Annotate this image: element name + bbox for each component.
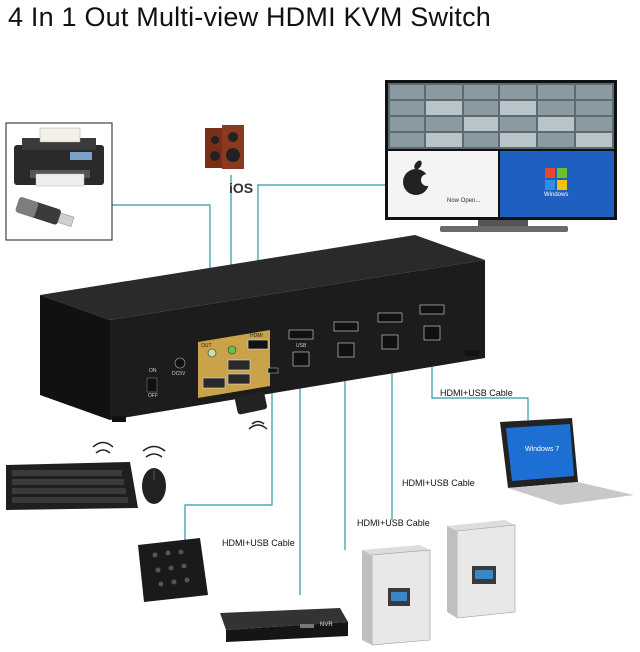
mouse-icon — [142, 445, 166, 504]
laptop-icon — [500, 418, 634, 505]
pc-tower-left-icon — [362, 545, 431, 646]
camera-grid — [388, 83, 614, 149]
windows-label: Windows — [544, 192, 569, 198]
nvr-icon — [220, 608, 348, 642]
ios-label: iOS — [229, 180, 254, 196]
windows-logo-icon — [545, 168, 567, 190]
wireless-dongle-icon — [235, 391, 268, 430]
ios-sub-label: Now Open... — [447, 198, 481, 204]
cable-label-pc-right: HDMI+USB Cable — [402, 478, 475, 488]
dc-label: DC5V — [172, 371, 186, 377]
monitor-icon — [385, 80, 617, 232]
pc-tower-right-icon — [447, 520, 516, 619]
printer-icon — [14, 127, 104, 187]
peripheral-box — [5, 122, 113, 241]
keyboard-icon — [6, 441, 138, 510]
kvm-switch — [40, 235, 485, 422]
dc-jack — [174, 357, 186, 369]
cable-label-pc-left: HDMI+USB Cable — [357, 518, 430, 528]
hdmi-out-label: HDMI — [250, 333, 263, 339]
out-label: OUT — [201, 343, 212, 349]
usb-drive-icon — [15, 197, 75, 228]
power-switch — [146, 377, 158, 393]
laptop-os-label: Windows 7 — [525, 446, 560, 453]
nvr-label: NVR — [320, 622, 333, 628]
switch-on-label: ON — [149, 368, 157, 374]
input-ports — [288, 304, 445, 367]
cable-label-laptop: HDMI+USB Cable — [440, 388, 513, 398]
page-title: 4 In 1 Out Multi-view HDMI KVM Switch — [8, 2, 492, 32]
gold-plate — [198, 330, 270, 398]
usb-port-label: USB — [296, 343, 307, 349]
control-pad-icon — [138, 538, 208, 602]
switch-off-label: OFF — [148, 393, 158, 399]
speaker-icon — [205, 125, 244, 169]
apple-logo-icon — [403, 160, 433, 195]
cable-label-nvr: HDMI+USB Cable — [222, 538, 295, 548]
